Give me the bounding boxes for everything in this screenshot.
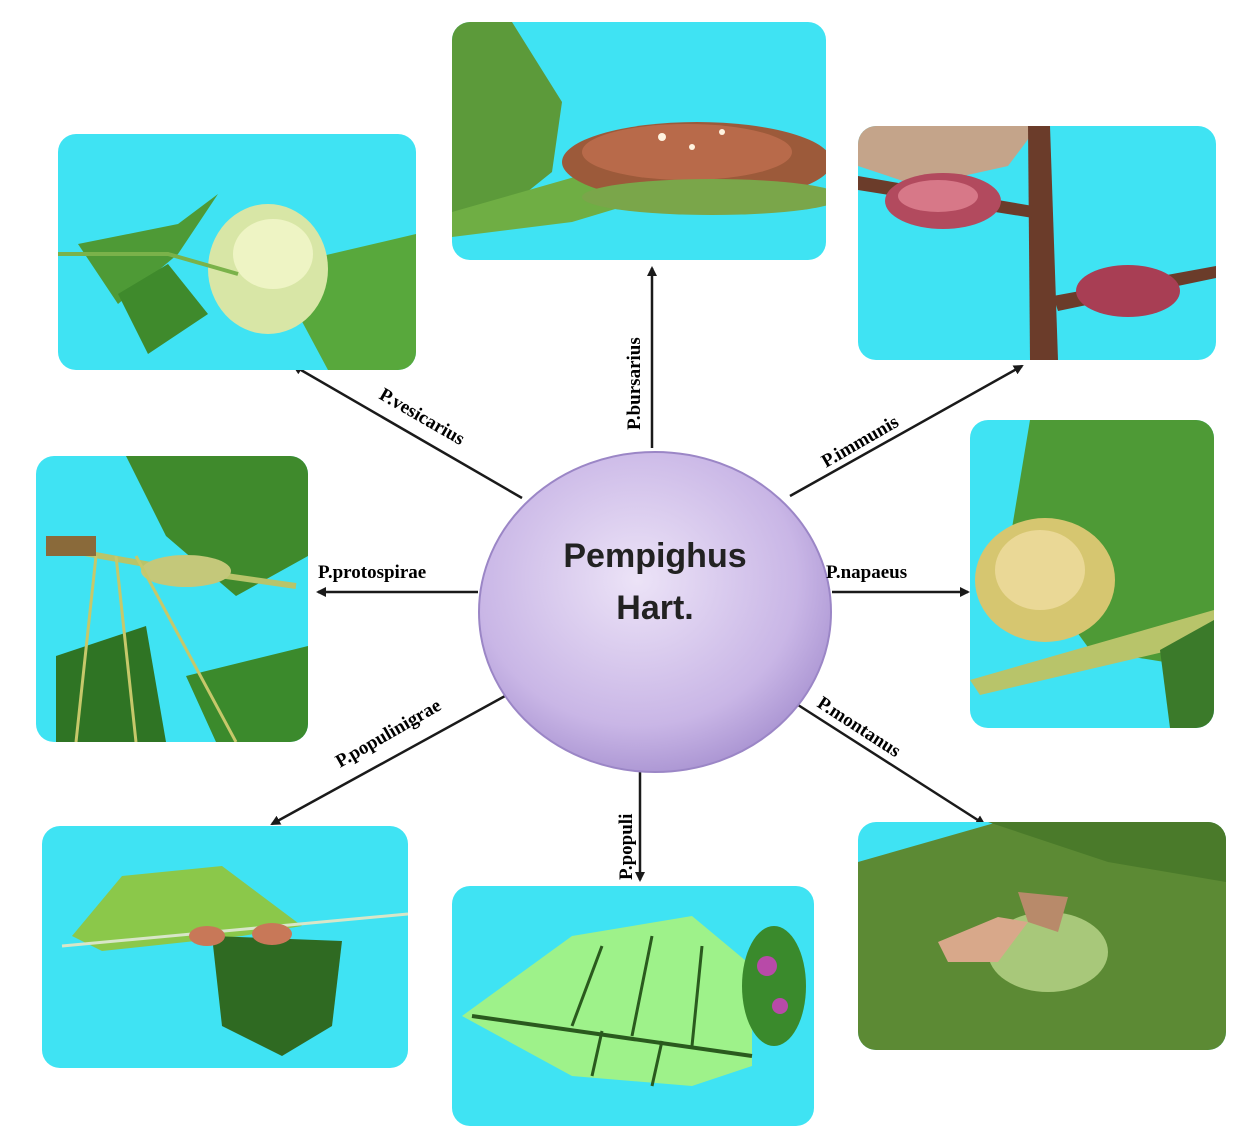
photo-populinigrae xyxy=(42,826,408,1068)
label-populi: P.populi xyxy=(616,814,637,880)
photo-bursarius xyxy=(452,22,826,260)
arrow-vesicarius xyxy=(294,366,522,498)
label-montanus: P.montanus xyxy=(813,693,904,762)
photo-protospirae xyxy=(36,456,308,742)
label-napaeus: P.napaeus xyxy=(826,562,907,583)
photo-vesicarius xyxy=(58,134,416,370)
photo-immunis xyxy=(858,126,1216,360)
label-protospirae: P.protospirae xyxy=(318,562,426,583)
label-immunis: P.immunis xyxy=(818,411,902,472)
arrow-montanus xyxy=(784,696,984,824)
genus-author: Hart. xyxy=(478,582,832,634)
photo-populi xyxy=(452,886,814,1126)
arrow-populinigrae xyxy=(272,690,516,824)
genus-title: Pempighus Hart. xyxy=(478,530,832,634)
label-bursarius: P.bursarius xyxy=(624,337,645,430)
photo-montanus xyxy=(858,822,1226,1050)
photo-napaeus xyxy=(970,420,1214,728)
genus-name: Pempighus xyxy=(478,530,832,582)
